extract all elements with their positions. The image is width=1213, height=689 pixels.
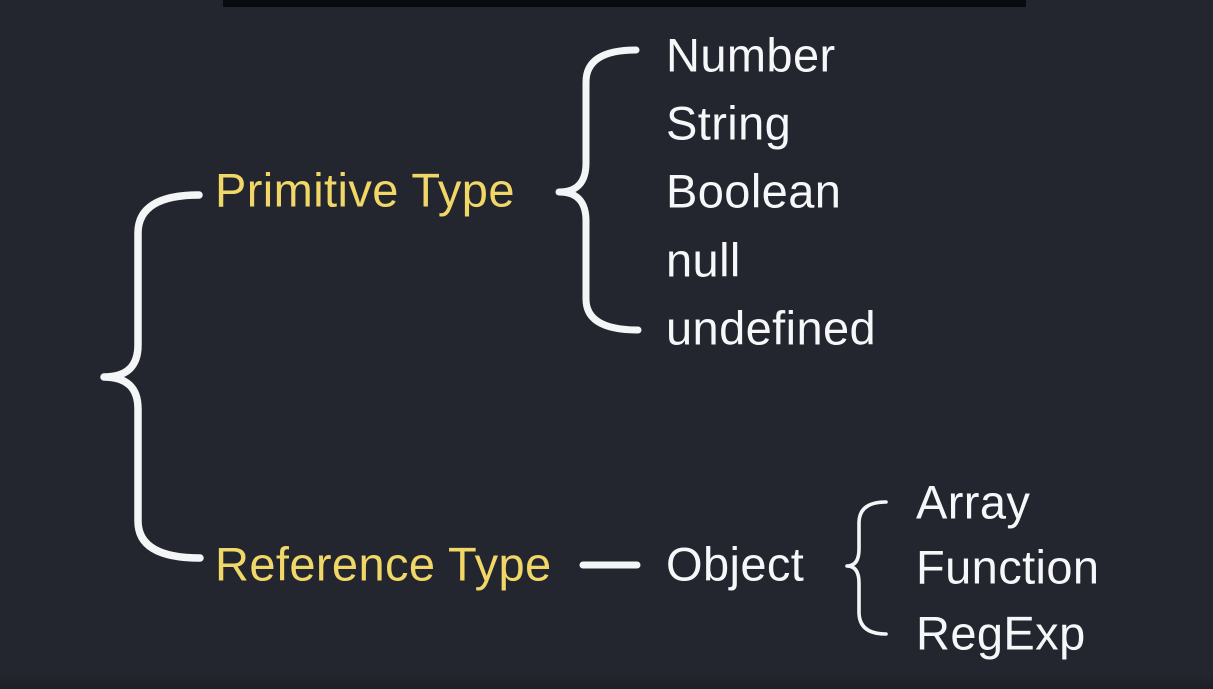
root-brace (100, 191, 204, 562)
top-edge-bar (223, 0, 1026, 7)
reference-item-regexp: RegExp (916, 606, 1086, 660)
object-brace (845, 500, 888, 636)
object-label: Object (666, 537, 805, 591)
primitive-item-number: Number (666, 28, 836, 82)
primitive-item-string: String (666, 96, 792, 150)
primitive-item-boolean: Boolean (666, 164, 842, 218)
primitive-brace (555, 46, 642, 334)
primitive-type-label: Primitive Type (215, 163, 515, 217)
reference-item-array: Array (916, 475, 1031, 529)
reference-item-function: Function (916, 540, 1100, 594)
primitive-item-undefined: undefined (666, 301, 877, 355)
reference-type-label: Reference Type (215, 537, 552, 591)
primitive-item-null: null (666, 233, 741, 287)
